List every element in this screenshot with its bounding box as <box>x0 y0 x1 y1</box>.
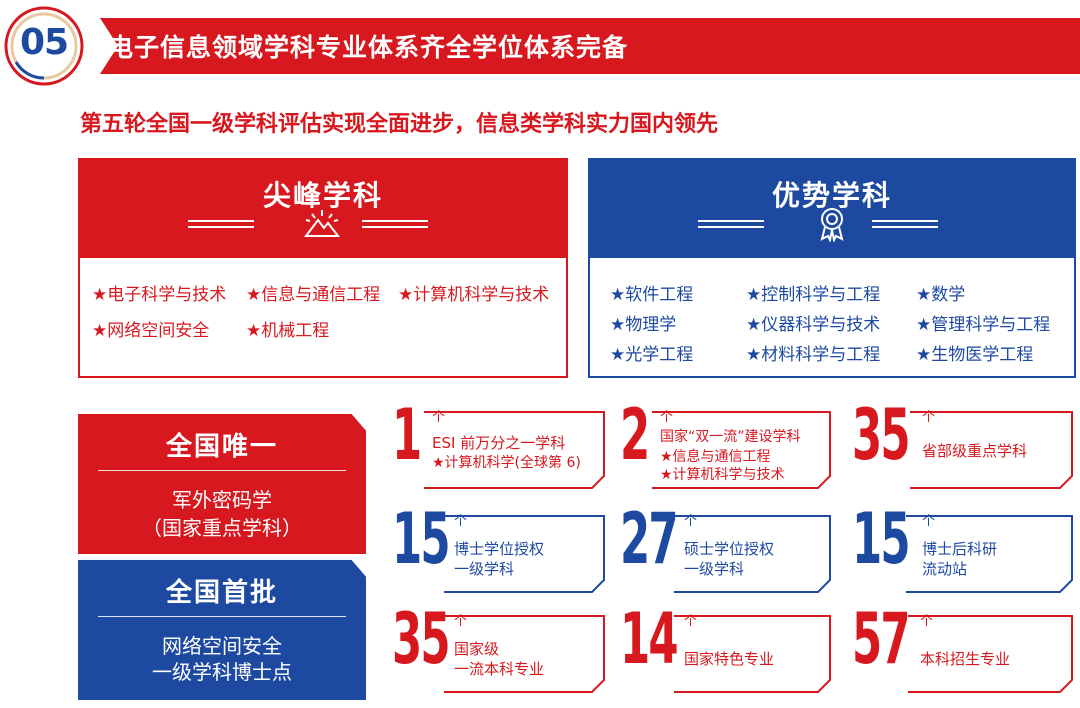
decor-lines-right <box>362 220 428 228</box>
stat-unit: 个 <box>660 410 674 425</box>
stat-desc: 博士后科研 <box>922 540 998 558</box>
stat-desc: 一流本科专业 <box>454 660 545 678</box>
stat-number: 14 <box>620 598 679 680</box>
decor-lines-right <box>872 220 938 228</box>
stat-card: 57 个 本科招生专业 <box>852 604 1073 694</box>
advantage-item: ★管理科学与工程 <box>916 315 1051 335</box>
stat-unit: 个 <box>922 514 936 529</box>
mountain-icon <box>304 210 341 237</box>
card-frame <box>444 515 605 593</box>
stat-number: 35 <box>852 394 911 476</box>
stat-desc: ESI 前万分之一学科 <box>432 434 566 452</box>
stat-desc: 一级学科 <box>684 560 745 578</box>
card-frame <box>908 615 1073 693</box>
stat-desc: ★计算机科学(全球第 6) <box>432 455 581 471</box>
stat-number: 15 <box>392 498 451 580</box>
national-only-block: 全国唯一 军外密码学 （国家重点学科） <box>78 414 366 554</box>
peak-disciplines-header: 尖峰学科 <box>80 160 566 258</box>
section-badge <box>4 6 84 86</box>
advantage-item: ★仪器科学与技术 <box>746 315 881 335</box>
national-only-line: （国家重点学科） <box>142 516 302 540</box>
advantage-item: ★软件工程 <box>610 285 694 305</box>
title-banner <box>100 18 1080 74</box>
advantage-item: ★数学 <box>916 285 966 305</box>
stat-unit: 个 <box>454 614 468 629</box>
stat-card: 15 个 博士学位授权 一级学科 <box>392 504 612 594</box>
stat-number: 2 <box>620 394 650 476</box>
stat-desc: 一级学科 <box>454 560 515 578</box>
stat-unit: 个 <box>920 614 934 629</box>
advantage-disciplines-header: 优势学科 <box>590 160 1074 258</box>
advantage-disciplines-panel: 优势学科 ★软件工程 ★控制科学与工程 ★数学 ★物理学 ★仪器科学与技术 ★管… <box>588 158 1076 378</box>
stat-number: 35 <box>392 598 451 680</box>
stat-desc: 国家特色专业 <box>684 650 775 668</box>
award-ribbon-icon <box>820 208 844 242</box>
peak-item: ★机械工程 <box>246 321 330 341</box>
card-frame <box>424 411 605 489</box>
divider <box>98 616 346 617</box>
peak-item: ★网络空间安全 <box>92 321 210 341</box>
stat-unit: 个 <box>454 514 468 529</box>
advantage-item: ★材料科学与工程 <box>746 345 881 365</box>
national-first-line: 网络空间安全 <box>162 634 282 658</box>
advantage-disciplines-title: 优势学科 <box>771 179 892 212</box>
stat-card: 2 个 国家“双一流”建设学科 ★信息与通信工程 ★计算机科学与技术 <box>620 400 840 490</box>
advantage-item: ★物理学 <box>610 315 677 335</box>
page-subtitle: 第五轮全国一级学科评估实现全面进步，信息类学科实力国内领先 <box>80 112 719 137</box>
card-frame <box>674 615 831 693</box>
stat-unit: 个 <box>432 410 446 425</box>
stat-card: 14 个 国家特色专业 <box>620 604 840 694</box>
divider <box>98 470 346 471</box>
stat-desc: ★信息与通信工程 <box>660 449 771 465</box>
stat-card: 1 个 ESI 前万分之一学科 ★计算机科学(全球第 6) <box>392 400 612 490</box>
card-frame <box>652 411 831 489</box>
stat-number: 1 <box>392 394 422 476</box>
stat-unit: 个 <box>684 614 698 629</box>
national-first-line: 一级学科博士点 <box>152 660 292 684</box>
stat-unit: 个 <box>684 514 698 529</box>
stat-desc: 国家“双一流”建设学科 <box>660 429 801 445</box>
national-first-block: 全国首批 网络空间安全 一级学科博士点 <box>78 560 366 700</box>
stat-number: 15 <box>852 498 911 580</box>
card-frame <box>906 515 1073 593</box>
card-frame <box>910 411 1073 489</box>
stat-desc: ★计算机科学与技术 <box>660 467 785 483</box>
decor-lines-left <box>188 220 254 228</box>
national-first-heading: 全国首批 <box>165 578 278 608</box>
stat-card: 35 个 省部级重点学科 <box>852 400 1073 490</box>
card-frame <box>444 615 605 693</box>
decor-lines-left <box>698 220 764 228</box>
stat-desc: 本科招生专业 <box>920 650 1011 668</box>
advantage-item: ★光学工程 <box>610 345 694 365</box>
stat-card: 35 个 国家级 一流本科专业 <box>392 604 612 694</box>
peak-item: ★信息与通信工程 <box>246 285 381 305</box>
peak-item: ★电子科学与技术 <box>92 285 227 305</box>
peak-item: ★计算机科学与技术 <box>398 285 550 305</box>
advantage-item: ★生物医学工程 <box>916 345 1034 365</box>
section-number: 05 <box>19 22 69 63</box>
advantage-item: ★控制科学与工程 <box>746 285 881 305</box>
peak-disciplines-panel: 尖峰学科 ★电子科学与技术 ★信息与通信工程 ★计算机科学与技术 ★网络空间安全… <box>78 158 568 378</box>
stat-desc: 流动站 <box>922 560 968 578</box>
stat-desc: 硕士学位授权 <box>684 540 775 558</box>
card-frame <box>674 515 831 593</box>
stat-card: 15 个 博士后科研 流动站 <box>852 504 1073 594</box>
national-only-line: 军外密码学 <box>172 488 272 512</box>
stat-card: 27 个 硕士学位授权 一级学科 <box>620 504 840 594</box>
peak-disciplines-title: 尖峰学科 <box>262 179 383 212</box>
stat-desc: 博士学位授权 <box>454 540 545 558</box>
stat-number: 27 <box>620 498 679 580</box>
page-title: 电子信息领域学科专业体系齐全学位体系完备 <box>108 33 629 62</box>
stat-number: 57 <box>852 598 911 680</box>
national-only-heading: 全国唯一 <box>165 432 278 462</box>
stat-desc: 国家级 <box>454 640 500 658</box>
stat-desc: 省部级重点学科 <box>922 442 1028 460</box>
stat-unit: 个 <box>922 410 936 425</box>
